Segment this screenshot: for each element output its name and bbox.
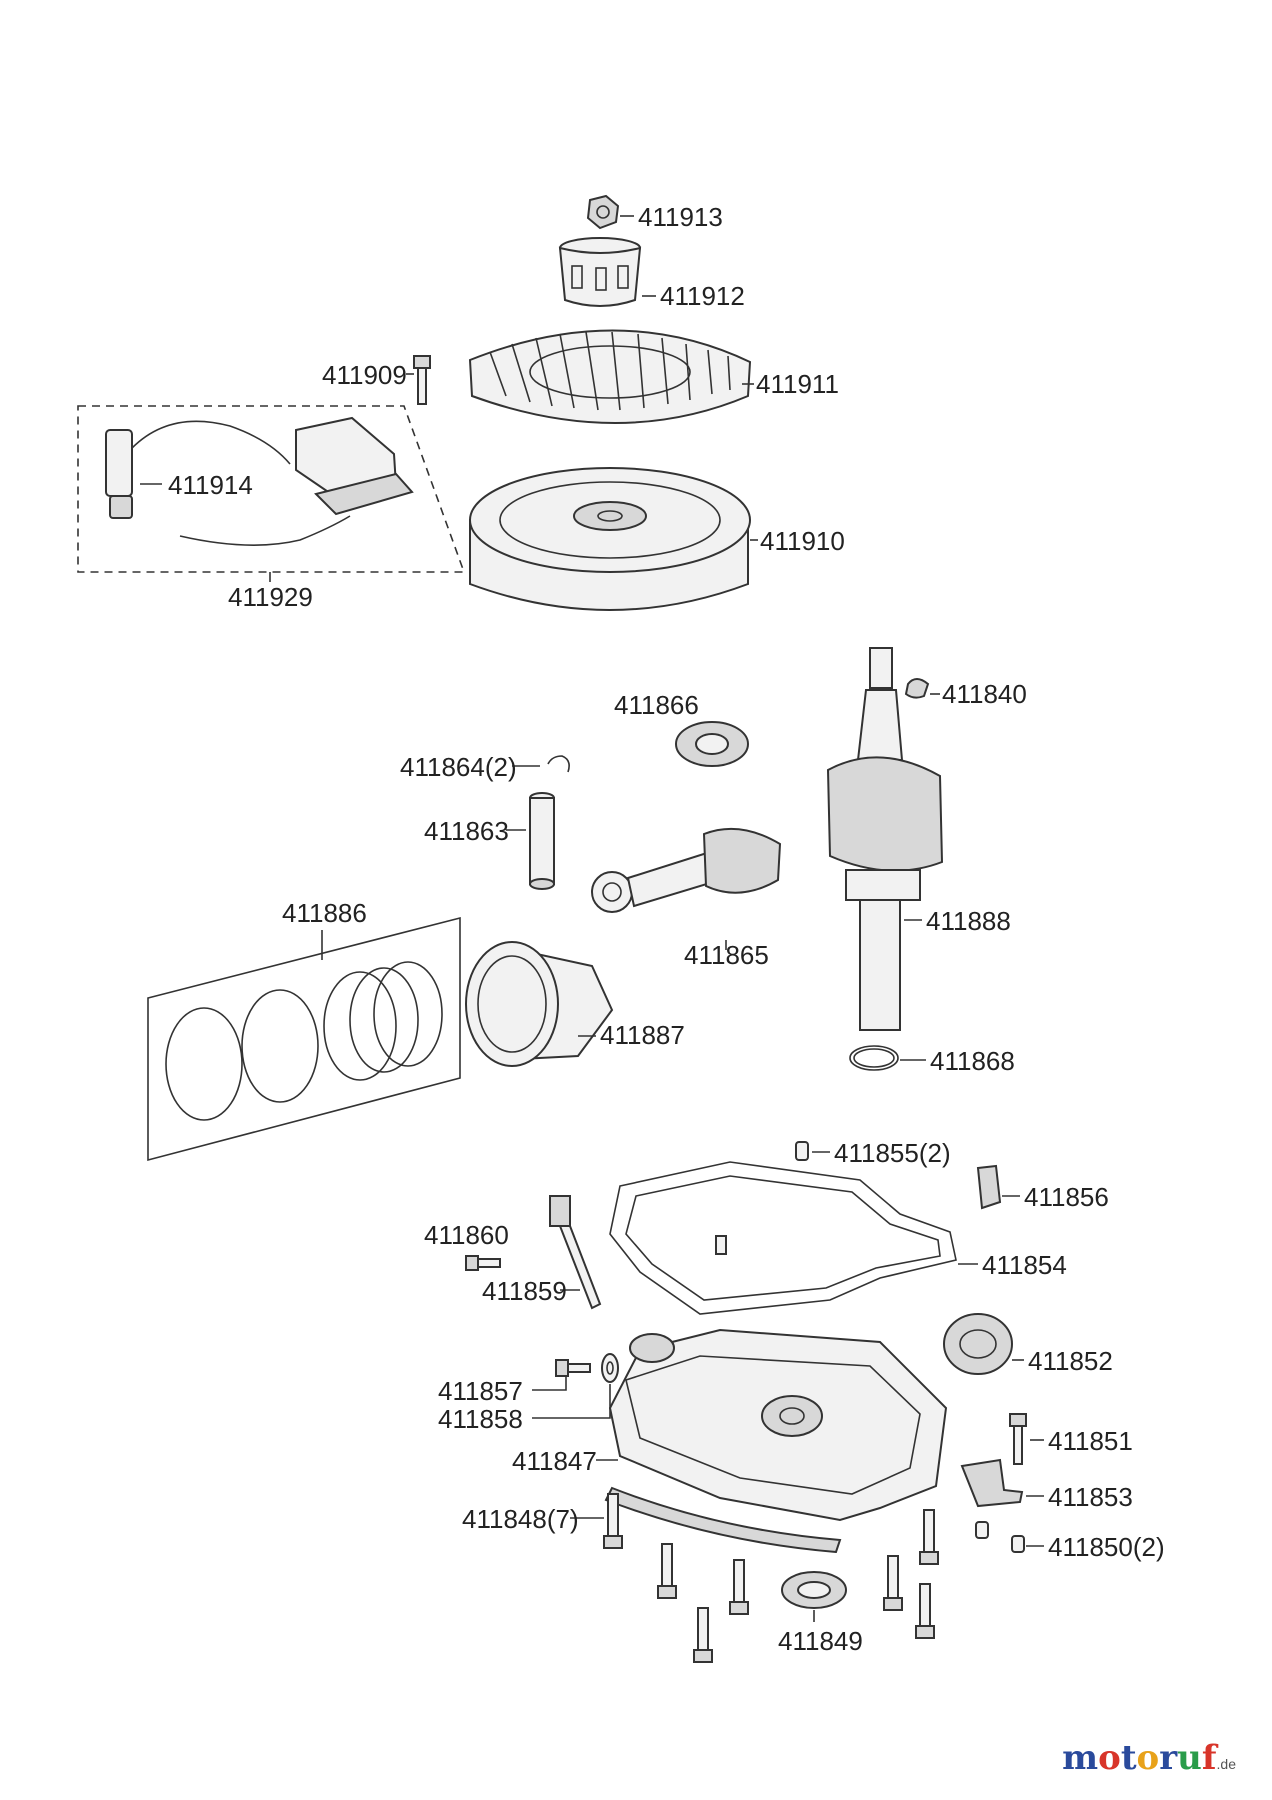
label-411866: 411866 bbox=[614, 690, 699, 720]
label-411847: 411847 bbox=[512, 1446, 597, 1476]
label-411860: 411860 bbox=[424, 1220, 509, 1250]
weight-411856 bbox=[976, 1164, 1002, 1210]
label-411858: 411858 bbox=[438, 1404, 523, 1434]
label-411854: 411854 bbox=[982, 1250, 1067, 1280]
brand-logo: motoruf.de bbox=[1062, 1738, 1236, 1778]
flywheel-411910 bbox=[469, 467, 751, 611]
cooling-fan-411911 bbox=[468, 329, 752, 424]
screw-411860 bbox=[465, 1255, 501, 1271]
brand-logo-text: m bbox=[1062, 1738, 1099, 1778]
label-411859: 411859 bbox=[482, 1276, 567, 1306]
label-411912: 411912 bbox=[660, 281, 745, 311]
label-411850: 411850(2) bbox=[1048, 1532, 1165, 1562]
label-411853: 411853 bbox=[1048, 1482, 1133, 1512]
label-411863: 411863 bbox=[424, 816, 509, 846]
label-411887: 411887 bbox=[600, 1020, 685, 1050]
oil-sensor-411859 bbox=[549, 1195, 602, 1310]
label-411868: 411868 bbox=[930, 1046, 1015, 1076]
circlip-411864 bbox=[547, 755, 570, 773]
o-ring-411868 bbox=[849, 1045, 899, 1071]
piston-pin-411863 bbox=[529, 792, 555, 890]
label-411913: 411913 bbox=[638, 202, 723, 232]
label-411929: 411929 bbox=[228, 582, 313, 612]
piston-rings-411886 bbox=[165, 961, 443, 1121]
oil-seal-411849 bbox=[781, 1571, 847, 1609]
woodruff-key-411840 bbox=[904, 678, 930, 699]
bolts-411848 bbox=[603, 1493, 939, 1663]
label-411910: 411910 bbox=[760, 526, 845, 556]
label-411857: 411857 bbox=[438, 1376, 523, 1406]
gasket-411854 bbox=[609, 1161, 957, 1315]
dowel-pins-411850 bbox=[975, 1521, 1025, 1553]
label-411849: 411849 bbox=[778, 1626, 863, 1656]
piston-411887 bbox=[465, 941, 614, 1067]
label-411855: 411855(2) bbox=[834, 1138, 951, 1168]
label-411888: 411888 bbox=[926, 906, 1011, 936]
washer-411858 bbox=[601, 1353, 619, 1383]
ignition-coil-411914 bbox=[105, 416, 414, 546]
label-411886: 411886 bbox=[282, 898, 367, 928]
label-411865: 411865 bbox=[684, 940, 769, 970]
label-411848: 411848(7) bbox=[462, 1504, 579, 1534]
label-411864: 411864(2) bbox=[400, 752, 517, 782]
bolt-411857 bbox=[555, 1359, 591, 1377]
label-411914: 411914 bbox=[168, 470, 253, 500]
label-411851: 411851 bbox=[1048, 1426, 1133, 1456]
label-411856: 411856 bbox=[1024, 1182, 1109, 1212]
label-411852: 411852 bbox=[1028, 1346, 1113, 1376]
dowel-pin-411855 bbox=[795, 1141, 809, 1161]
ring-set-outline-411886 bbox=[147, 916, 461, 1162]
brand-tld: .de bbox=[1216, 1756, 1236, 1772]
crankshaft-411888 bbox=[826, 647, 944, 1031]
label-411911: 411911 bbox=[756, 369, 839, 399]
label-411909: 411909 bbox=[322, 360, 407, 390]
label-411840: 411840 bbox=[942, 679, 1027, 709]
bolt-411851 bbox=[1009, 1413, 1027, 1465]
connecting-rod-411865 bbox=[591, 827, 782, 913]
crankcase-cover-411847 bbox=[604, 1328, 948, 1554]
governor-gear-411852 bbox=[943, 1313, 1013, 1375]
nut-411913 bbox=[586, 194, 620, 230]
starter-cup-411912 bbox=[558, 237, 642, 307]
screw-411909 bbox=[413, 355, 431, 405]
lever-411853 bbox=[960, 1458, 1024, 1508]
ball-bearing-411866 bbox=[675, 721, 749, 767]
ignition-kit-outline-411929 bbox=[77, 405, 466, 573]
